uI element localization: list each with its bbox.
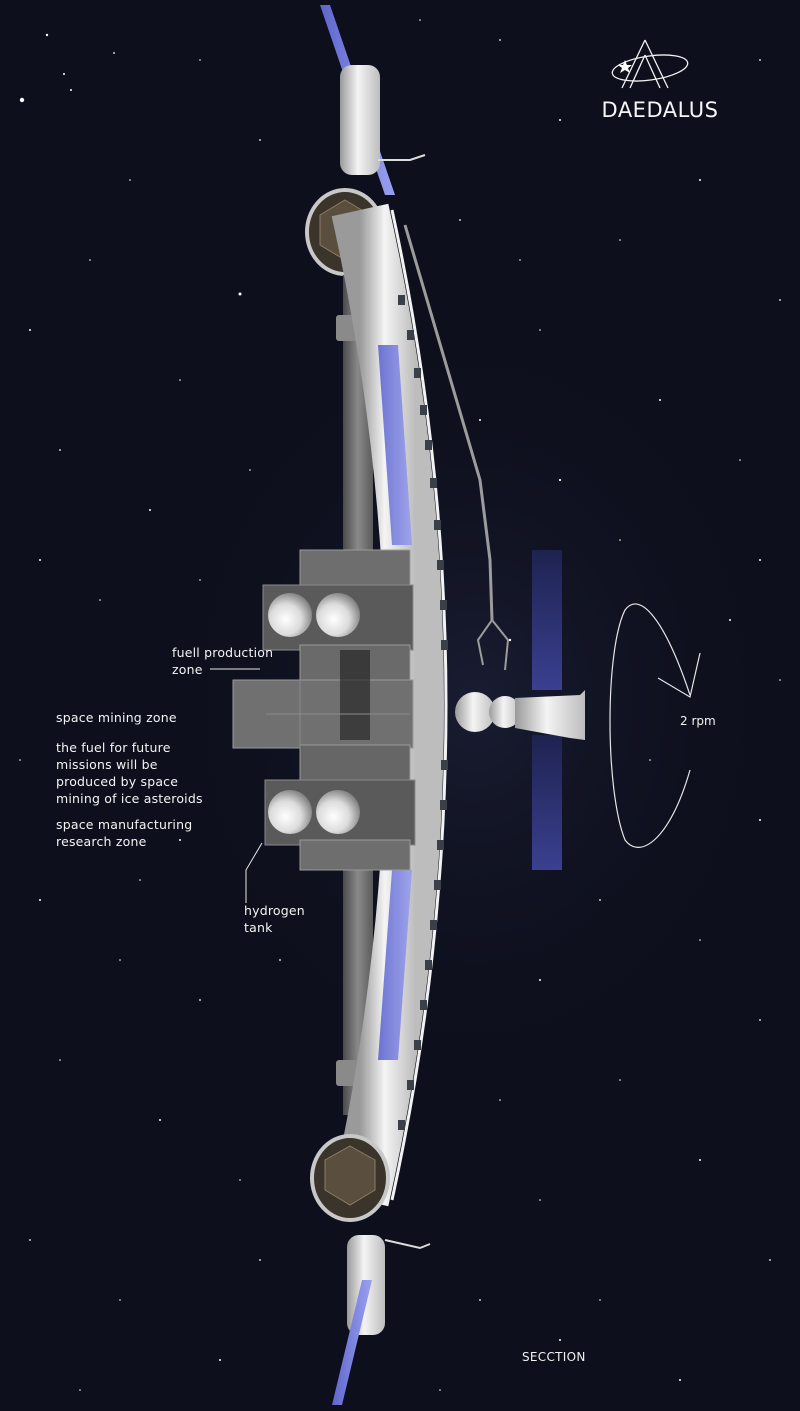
brand-name: DAEDALUS (601, 98, 719, 122)
ring-windows (398, 295, 448, 1130)
hydrogen-tank-line1: hydrogen (244, 903, 305, 918)
section-label: SECCTION (522, 1350, 586, 1364)
bottom-solar-panel (332, 1280, 372, 1405)
stars (19, 19, 781, 1391)
rotation-speed-label: 2 rpm (680, 714, 716, 728)
fuel-production-zone-label: fuell production zone (172, 644, 273, 678)
space-mining-zone-label: space mining zone (56, 709, 177, 726)
logo-star-icon (618, 60, 632, 73)
top-capsule (340, 65, 380, 175)
fuel-description: the fuel for future missions will be pro… (56, 739, 203, 807)
star-orbit-a-logo (611, 39, 689, 89)
fuel-description-line1: the fuel for future (56, 740, 171, 755)
fuel-description-line3: produced by space (56, 774, 179, 789)
docked-spacecraft (515, 690, 585, 740)
hydrogen-tank-bottom-right (316, 790, 360, 834)
fuel-production-line1: fuell production (172, 645, 274, 660)
hydrogen-tank-leader-line (245, 842, 263, 903)
hydrogen-tank-label: hydrogen tank (244, 902, 305, 936)
space-mining-title: space mining zone (56, 710, 177, 725)
fuel-description-line4: mining of ice asteroids (56, 791, 203, 806)
robotic-arm (403, 224, 494, 621)
manufacturing-line2: research zone (56, 834, 147, 849)
spacecraft-solar-panel-bottom (532, 735, 562, 870)
hydrogen-tank-top-right (316, 593, 360, 637)
fuel-production-line2: zone (172, 662, 203, 677)
hydrogen-tank-bottom-left (268, 790, 312, 834)
manufacturing-zone-label: space manufacturing research zone (56, 816, 192, 850)
hydrogen-tank-top-left (268, 593, 312, 637)
rotation-arrow-icon (609, 603, 701, 848)
fuel-description-line2: missions will be (56, 757, 158, 772)
manufacturing-line1: space manufacturing (56, 817, 193, 832)
hydrogen-tank-line2: tank (244, 920, 273, 935)
spacecraft-solar-panel-top (532, 550, 562, 690)
